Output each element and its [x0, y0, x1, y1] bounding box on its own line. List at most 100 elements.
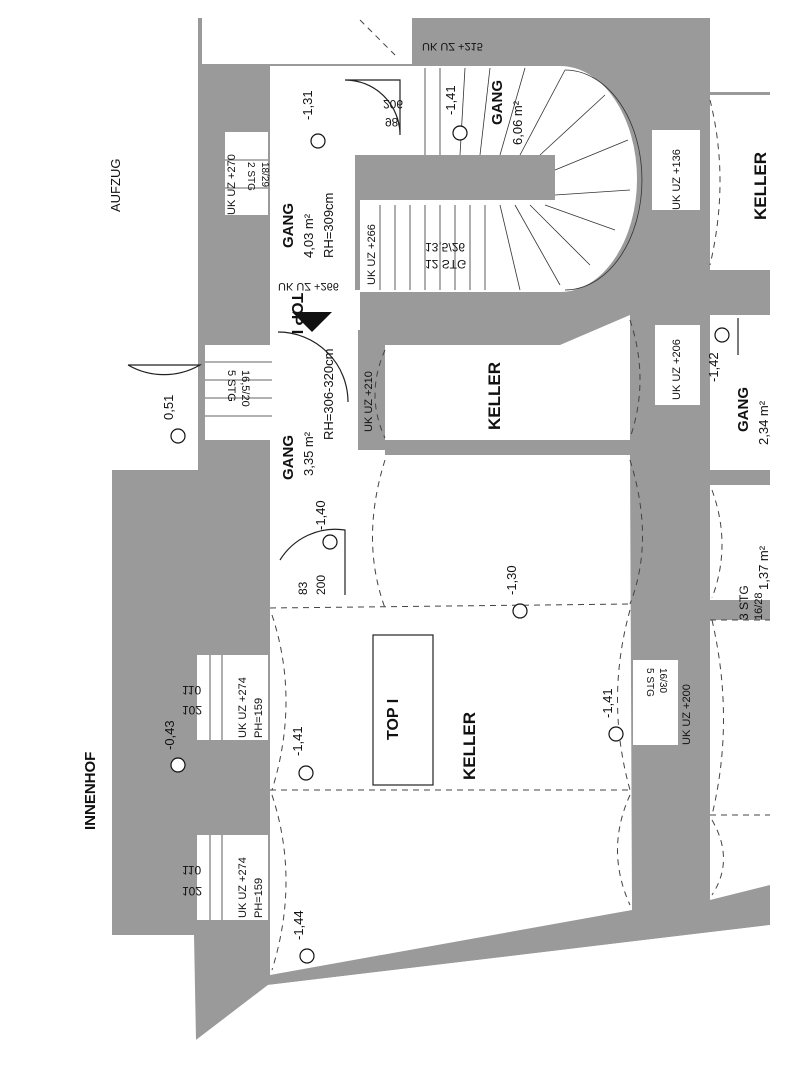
vault-curve-3 [271, 614, 287, 791]
gang-a-room [270, 66, 408, 290]
level-l043: -0,43 [162, 720, 177, 750]
window-lines [209, 655, 223, 920]
gang-d-area: 2,34 m² [756, 400, 771, 445]
keller-mid-label: KELLER [485, 362, 504, 430]
level-l144: -1,44 [291, 910, 306, 940]
stair-2stg [225, 132, 268, 215]
gang-c-rh: RH=306-320cm [321, 349, 336, 440]
gang-a-name: GANG [280, 203, 297, 248]
door-swing-2 [277, 331, 349, 403]
gang-c-name: GANG [280, 435, 297, 480]
uk206-niche [655, 325, 700, 405]
vault-curve-10 [711, 619, 724, 816]
keller-right-top-room [710, 95, 770, 270]
note-stg12: 12 STG [425, 257, 466, 271]
stair-treads-2stg [225, 159, 268, 189]
gang-d-name: GANG [735, 387, 752, 432]
gang-c-area: 3,35 m² [301, 431, 316, 476]
level-marker-icon [298, 765, 314, 781]
exterior-top-strip [202, 18, 412, 64]
level-l051: 0,51 [161, 395, 176, 420]
right-lower-room [710, 620, 770, 900]
vault-line-1 [269, 603, 631, 609]
stg-3-label: 3 STG [737, 585, 751, 620]
exterior-top-left [42, 18, 198, 90]
stair-treads-5stg [205, 361, 272, 417]
level-marker-icon [608, 726, 624, 742]
door-dim-83: 83 [296, 581, 310, 595]
door-dim-206: 206 [383, 97, 403, 111]
level-l142: -1,42 [706, 352, 721, 382]
note-uk270: UK UZ +270 [226, 154, 238, 215]
uk136-niche [652, 130, 700, 210]
note-uk274b: UK UZ +274 [237, 857, 249, 918]
gang-a-rh: RH=309cm [321, 193, 336, 258]
level-l130: -1,30 [504, 565, 519, 595]
vault-curve-13 [359, 19, 396, 56]
door-swing-1 [344, 79, 401, 136]
window-dim-102b: 102 [182, 884, 202, 898]
note-stg2dim: 18/29 [259, 162, 270, 187]
note-uk215: UK UZ +215 [422, 40, 483, 52]
level-l140: -1,40 [313, 500, 328, 530]
vault-curve-5 [271, 794, 287, 971]
top-i-arrow-icon [292, 312, 332, 332]
note-uk266b: UK UZ +266 [278, 280, 339, 292]
level-marker-icon [322, 534, 338, 550]
vault-curve-12 [711, 489, 723, 599]
note-stg-small: 5 STG [644, 668, 655, 697]
note-stg12dim: 13,5/26 [425, 240, 465, 254]
level-marker-icon [452, 125, 468, 141]
note-uk200: UK UZ +200 [681, 684, 693, 745]
note-stg5dim: 16,5/20 [239, 370, 251, 407]
level-marker-icon [512, 603, 528, 619]
gang-b-stair-room [360, 66, 638, 292]
window-niche-a [197, 655, 268, 740]
exterior-top-right [710, 18, 770, 92]
level-marker-icon [310, 133, 326, 149]
level-marker-icon [170, 757, 186, 773]
vault-curve-1 [372, 459, 386, 609]
keller-mid-room [385, 315, 630, 440]
level-marker-icon [170, 428, 186, 444]
top-i-box-label: TOP I [385, 699, 402, 740]
innenhof-label: INNENHOF [82, 752, 99, 830]
vault-curve-7 [374, 349, 386, 439]
stair-treads-12stg [379, 67, 643, 291]
note-stg-small-dim: 16/30 [657, 668, 668, 693]
stair-5stg [205, 345, 272, 440]
top-i-marker-label: TOP I [288, 293, 305, 334]
level-l131: -1,31 [300, 90, 315, 120]
door-swing-3 [127, 364, 203, 376]
window-dim-110b: 110 [182, 863, 201, 877]
keller-main-label: KELLER [460, 712, 479, 780]
innenhof-area [42, 268, 198, 1072]
door-swing-4 [279, 528, 346, 595]
note-uk266a: UK UZ +266 [366, 224, 378, 285]
right-small-room [710, 485, 770, 600]
door-dim-200: 200 [314, 575, 328, 595]
level-l141a: -1,41 [443, 85, 458, 115]
vault-curve-11 [711, 819, 724, 896]
gang-b-name: GANG [489, 80, 506, 125]
level-l141b: -1,41 [600, 688, 615, 718]
keller-right-top-label: KELLER [751, 152, 770, 220]
level-marker-icon [299, 948, 315, 964]
level-markers [170, 125, 730, 964]
gang-b-area: 6,06 m² [510, 100, 525, 145]
window-dim-102a: 102 [182, 703, 202, 717]
vault-curve-9 [709, 99, 721, 266]
corridor-top-i [270, 290, 360, 330]
vault-curve-2 [629, 459, 643, 605]
window-niche-b [197, 835, 268, 920]
note-ph159a: PH=159 [253, 698, 265, 738]
window-dim-110a: 110 [182, 683, 201, 697]
right-small-area: 1,37 m² [756, 545, 771, 590]
note-uk274a: UK UZ +274 [237, 677, 249, 738]
keller-main-room [270, 455, 632, 975]
level-l141c: -1,41 [290, 726, 305, 756]
note-uk210: UK UZ +210 [363, 371, 375, 432]
level-marker-icon [714, 327, 730, 343]
vault-curve-4 [617, 609, 631, 791]
